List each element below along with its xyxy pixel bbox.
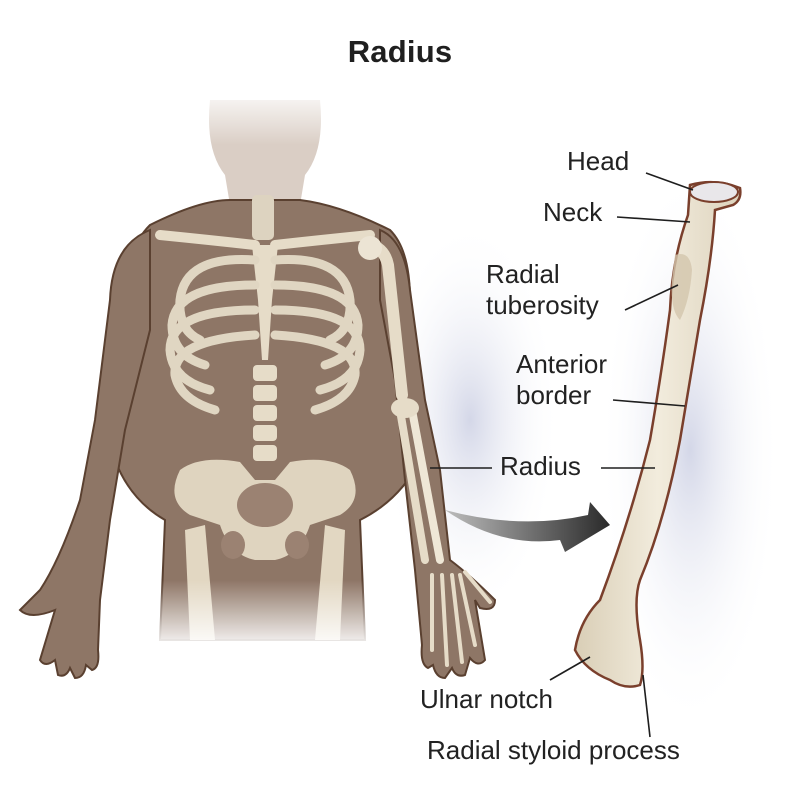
diagram-title: Radius [347,34,453,69]
label-radial-styloid-process: Radial styloid process [427,735,680,765]
bone-shadow-glow [600,170,780,730]
label-anterior-border-line2: border [516,380,592,410]
radius-bone-detail [573,180,742,688]
leader-lines [430,172,694,738]
label-ulnar-notch: Ulnar notch [420,684,553,714]
label-head: Head [567,146,630,176]
label-radius: Radius [500,451,581,481]
label-neck: Neck [543,197,603,227]
human-body-figure [0,85,560,680]
label-anterior-border-line1: Anterior [516,349,608,379]
radial-tuberosity-region [671,254,692,320]
curved-arrow-icon [445,502,610,552]
ulna-bone [396,406,429,564]
radius-bone-in-arm [408,406,444,564]
label-radial-tuberosity-line1: Radial [486,259,560,289]
radial-head [689,181,739,203]
label-radial-tuberosity-line2: tuberosity [486,290,599,320]
